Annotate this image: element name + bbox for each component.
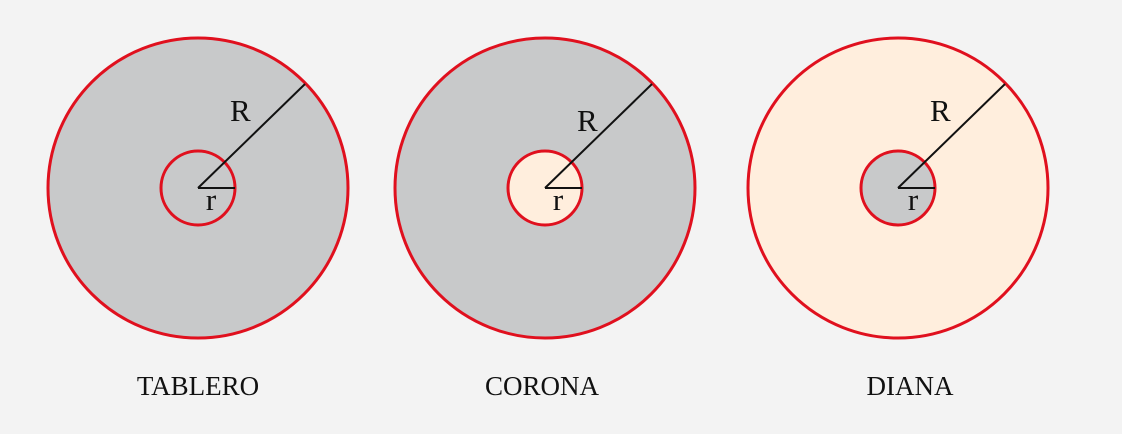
diagram-caption: TABLERO: [137, 371, 259, 401]
big-radius-label: R: [577, 103, 598, 138]
small-radius-label: r: [553, 182, 564, 217]
diagram-caption: CORONA: [485, 371, 600, 401]
diagram-caption: DIANA: [867, 371, 954, 401]
small-radius-label: r: [206, 182, 217, 217]
big-radius-line: [544, 83, 653, 189]
big-radius-line: [197, 83, 306, 189]
big-radius-line: [897, 83, 1006, 189]
diagram-corona: R r CORONA: [393, 36, 697, 401]
big-radius-label: R: [930, 93, 951, 128]
big-radius-label: R: [230, 93, 251, 128]
small-radius-label: r: [908, 182, 919, 217]
diagram-diana: R r DIANA: [746, 36, 1050, 401]
diagram-tablero: R r TABLERO: [46, 36, 350, 401]
